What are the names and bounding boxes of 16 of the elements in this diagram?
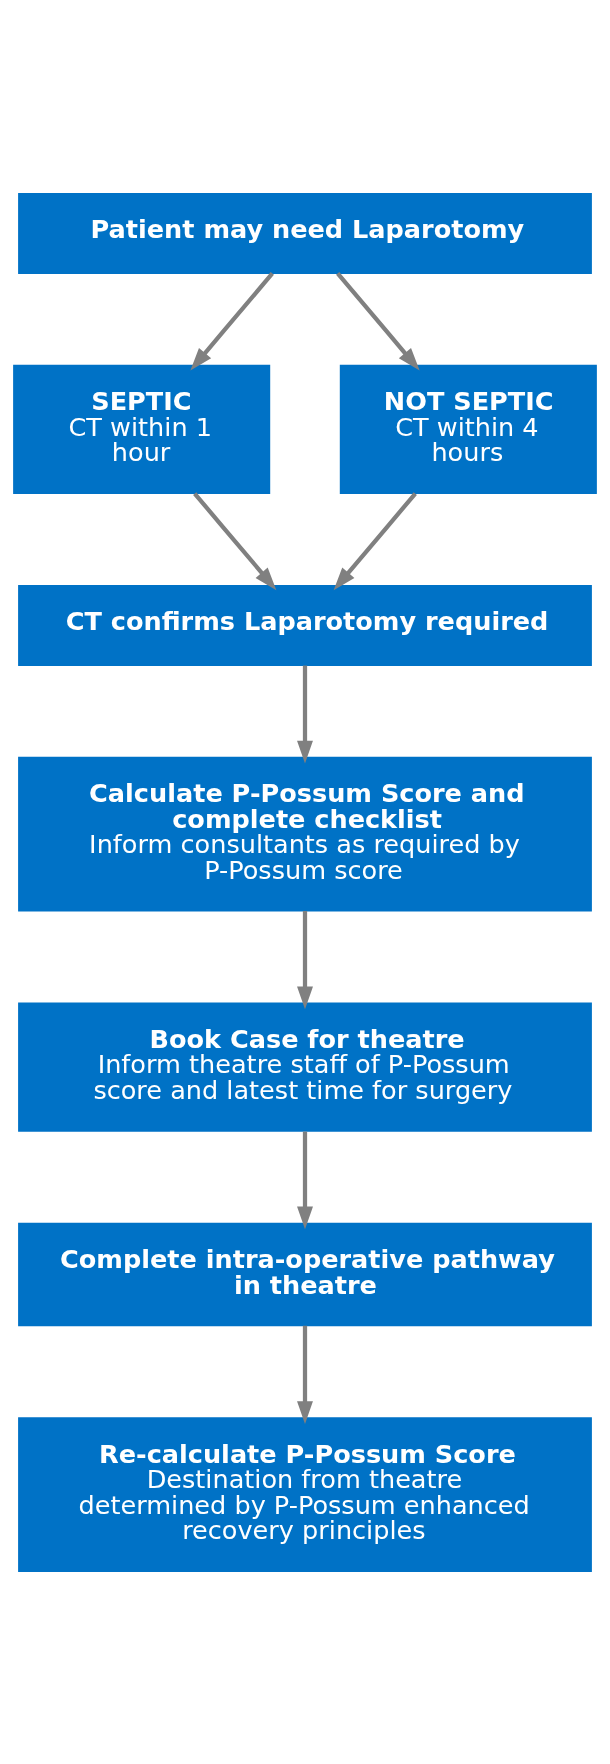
node-box: Book Case for theatre Inform theatre staff of P-Possum score and latest time for surgery [18,1002,592,1132]
arrow [297,910,313,1009]
node-box: Patient may need Laparotomy [18,192,592,274]
node-box: NOT SEPTIC CT within 4 hours [339,364,597,494]
arrow [336,271,420,370]
node-box: Complete intra-operative pathway in theatre [18,1222,592,1326]
arrow [190,271,274,370]
node-box: Calculate P-Possum Score and complete checklist Inform consultants as required by P-Possum score [18,756,592,912]
arrow [333,491,417,590]
arrow [297,1325,313,1424]
node-box: Re-calculate P-Possum Score Destination from theatre determined by P-Possum enhanced recovery principles [18,1416,592,1572]
arrow [297,1131,313,1229]
arrow [297,665,313,764]
node-box: CT confirms Laparotomy required [18,584,592,666]
arrow [193,491,277,590]
node-box: SEPTIC CT within 1 hour [13,364,271,494]
